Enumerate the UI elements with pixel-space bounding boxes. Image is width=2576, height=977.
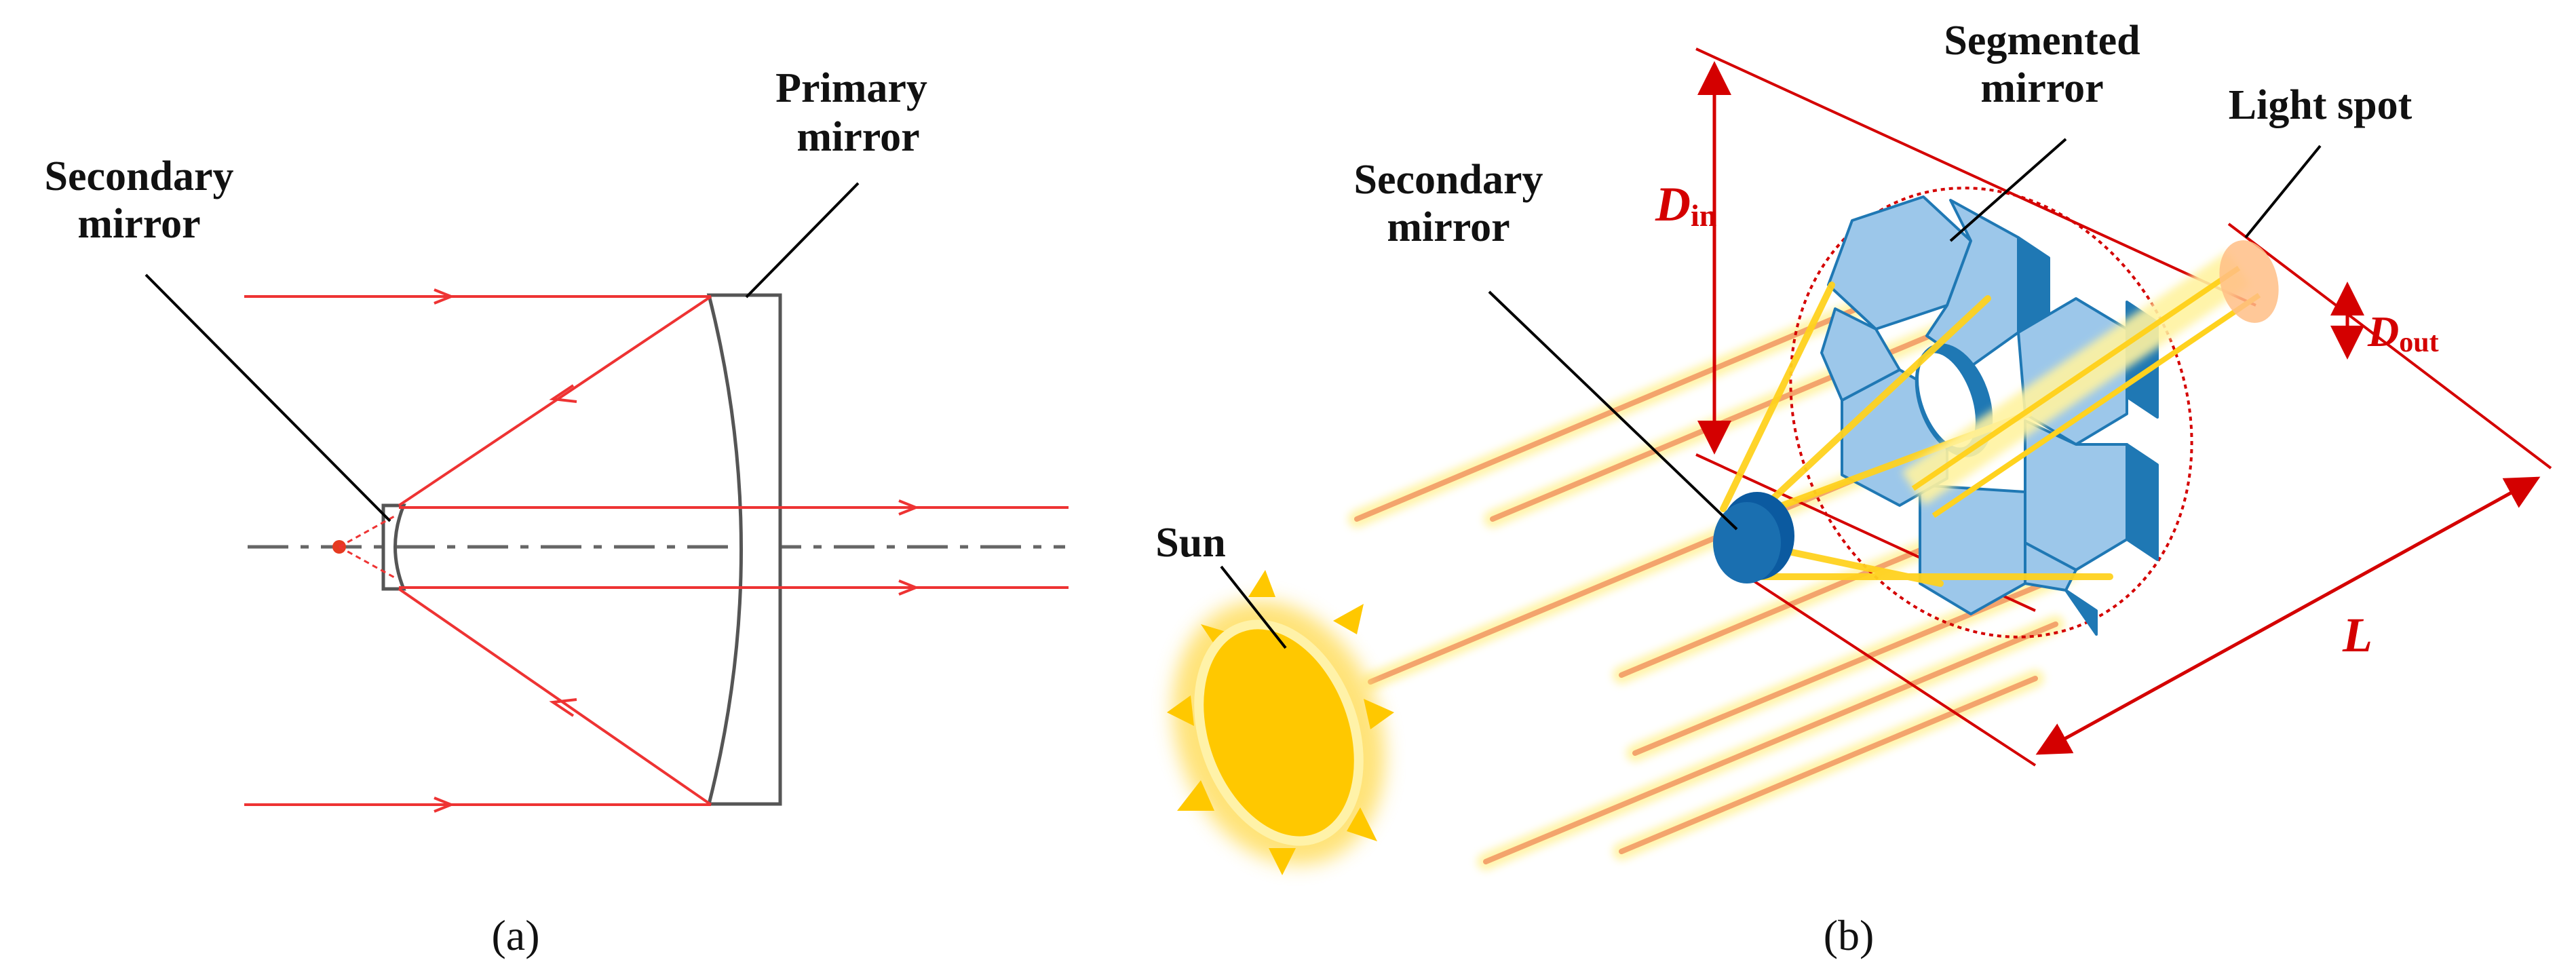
primary-mirror bbox=[706, 293, 782, 806]
d-out-label: Dout bbox=[2367, 307, 2439, 358]
primary-mirror-label-a-line2: mirror bbox=[796, 114, 919, 160]
light-spot bbox=[2219, 240, 2279, 323]
panel-b: Segmented mirror Light spot Secondary mi… bbox=[1155, 18, 2552, 959]
secondary-mirror-label-a-line1: Secondary bbox=[45, 153, 234, 199]
caption-a: (a) bbox=[491, 911, 539, 959]
length-arrow bbox=[2035, 476, 2541, 755]
sun-label: Sun bbox=[1155, 520, 1225, 566]
secondary-mirror-leader-a bbox=[145, 273, 391, 522]
light-spot-label: Light spot bbox=[2229, 82, 2412, 128]
d-in-label: Din bbox=[1655, 177, 1716, 233]
secondary-mirror-label-a-line2: mirror bbox=[77, 201, 200, 247]
segmented-mirror-label-line1: Segmented bbox=[1944, 18, 2140, 64]
panel-a: Secondary mirror Primary mirror (a) bbox=[45, 65, 1069, 959]
primary-mirror-label-a-line1: Primary bbox=[775, 65, 927, 111]
primary-mirror-leader-a bbox=[745, 182, 860, 299]
caption-b: (b) bbox=[1824, 911, 1875, 959]
length-label: L bbox=[2342, 608, 2372, 662]
leader-lines-b bbox=[1220, 138, 2322, 649]
secondary-mirror-label-b-line2: mirror bbox=[1387, 204, 1510, 250]
dimension-frame bbox=[1695, 47, 2552, 767]
sun-icon bbox=[1167, 570, 1394, 875]
output-beam bbox=[1902, 251, 2261, 518]
secondary-mirror-label-b-line1: Secondary bbox=[1354, 157, 1543, 203]
light-rays-a bbox=[244, 288, 1069, 813]
segmented-mirror-label-line2: mirror bbox=[1980, 65, 2103, 111]
